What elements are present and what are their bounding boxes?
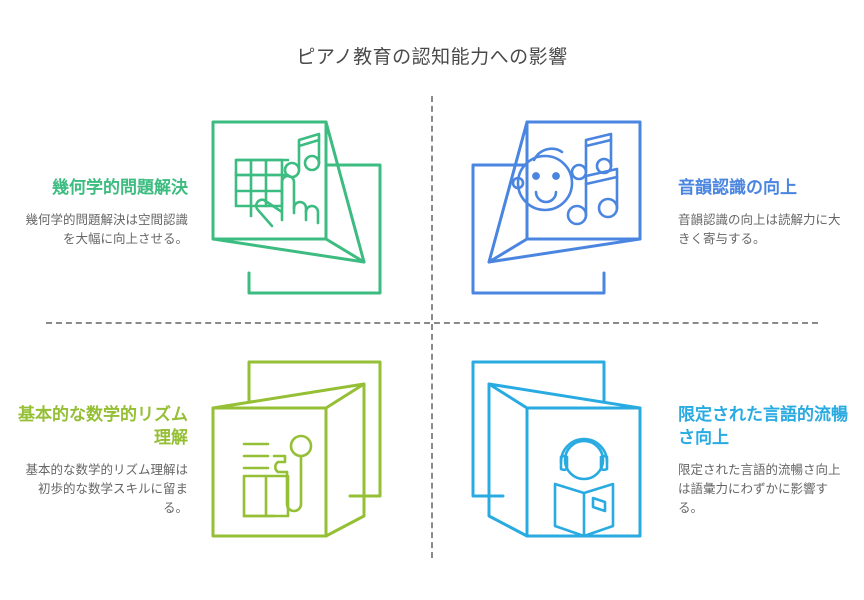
quadrant-bottom-left: 基本的な数学的リズム理解 基本的な数学的リズム理解は初歩的な数学スキルに留まる。	[16, 348, 416, 574]
quadrant-text-top-right: 音韻認識の向上 音韻認識の向上は読解力に大きく寄与する。	[668, 177, 848, 249]
quadrant-body-top-left: 幾何学的問題解決は空間認識を大幅に向上させる。	[25, 212, 188, 247]
quadrant-bottom-right: 限定された言語的流暢さ向上 限定された言語的流暢さ向上は語彙力にわずかに影響する…	[448, 348, 848, 574]
quadrant-text-bottom-left: 基本的な数学的リズム理解 基本的な数学的リズム理解は初歩的な数学スキルに留まる。	[16, 404, 196, 517]
quadrant-top-left: 幾何学的問題解決 幾何学的問題解決は空間認識を大幅に向上させる。	[16, 100, 416, 326]
quadrant-top-right: 音韻認識の向上 音韻認識の向上は読解力に大きく寄与する。	[448, 100, 848, 326]
quadrant-body-top-right: 音韻認識の向上は読解力に大きく寄与する。	[678, 212, 841, 247]
quadrant-heading-bottom-left: 基本的な数学的リズム理解	[18, 405, 188, 448]
quadrant-body-bottom-left: 基本的な数学的リズム理解は初歩的な数学スキルに留まる。	[25, 462, 188, 515]
vertical-divider	[431, 96, 433, 558]
quadrant-text-bottom-right: 限定された言語的流暢さ向上 限定された言語的流暢さ向上は語彙力にわずかに影響する…	[668, 404, 848, 517]
quadrant-body-bottom-right: 限定された言語的流暢さ向上は語彙力にわずかに影響する。	[678, 462, 841, 515]
person-at-desk-icon	[202, 356, 402, 566]
quadrant-text-top-left: 幾何学的問題解決 幾何学的問題解決は空間認識を大幅に向上させる。	[16, 177, 196, 249]
quadrant-heading-top-right: 音韻認識の向上	[678, 178, 797, 199]
quadrant-heading-bottom-right: 限定された言語的流暢さ向上	[678, 405, 848, 448]
child-face-music-note-icon	[462, 108, 662, 318]
headphones-reading-book-icon	[462, 356, 662, 566]
quadrant-heading-top-left: 幾何学的問題解決	[52, 178, 188, 199]
grid-hand-music-note-icon	[202, 108, 402, 318]
page-title: ピアノ教育の認知能力への影響	[296, 46, 568, 68]
